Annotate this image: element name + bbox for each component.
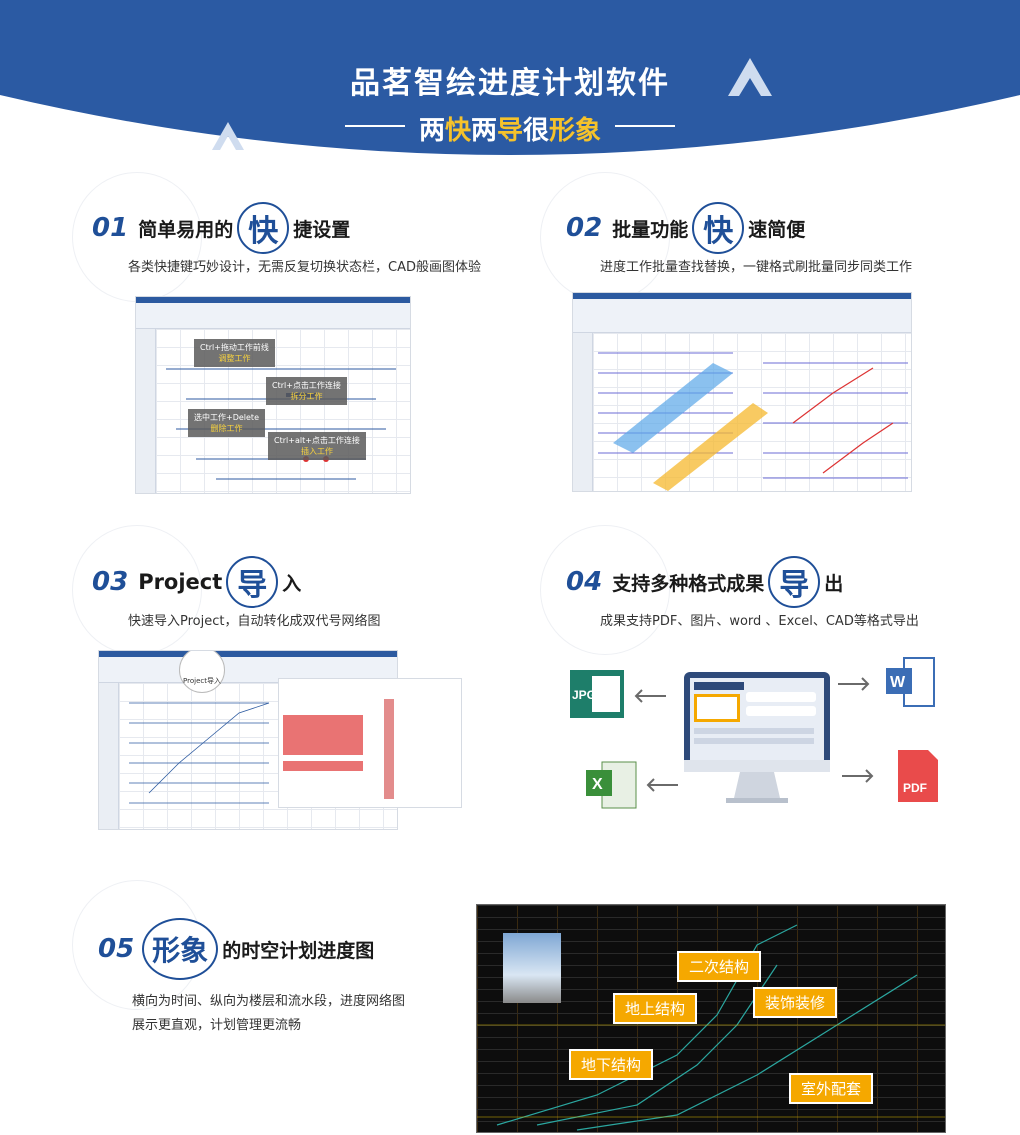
pdf-icon: PDF <box>898 750 938 802</box>
svg-text:JPG: JPG <box>572 688 596 702</box>
label-decoration: 装饰装修 <box>753 987 838 1018</box>
section-desc: 成果支持PDF、图片、word 、Excel、CAD等格式导出 <box>600 614 919 629</box>
section-desc: 横向为时间、纵向为楼层和流水段，进度网络图 <box>132 994 406 1009</box>
page-title: 品茗智绘进度计划软件 <box>350 66 670 101</box>
section-title: 简单易用的 <box>138 218 234 241</box>
svg-text:PDF: PDF <box>903 781 927 795</box>
excel-icon: X <box>586 761 637 809</box>
header-banner: 品茗智绘进度计划软件 两快两导很形象 <box>0 0 1020 170</box>
section-title-end: 速简便 <box>748 218 806 241</box>
header-wave <box>0 0 1020 155</box>
circle-char: 快 <box>692 202 745 254</box>
section-number: 01 <box>92 213 129 243</box>
divider-right <box>615 125 675 127</box>
tooltip: Ctrl+alt+点击工作连接插入工作 <box>268 432 366 460</box>
section-02: 02 批量功能 快 速简便 进度工作批量查找替换，一键格式刷批量同步同类工作 <box>566 202 912 280</box>
timespace-chart: 二次结构 地上结构 装饰装修 地下结构 室外配套 <box>476 904 946 1133</box>
screenshot-shortcuts: Ctrl+拖动工作前线调整工作 Ctrl+点击工作连接拆分工作 选中工作+Del… <box>135 296 411 494</box>
label-secondary-structure: 二次结构 <box>677 951 762 982</box>
label-underground: 地下结构 <box>569 1049 654 1080</box>
section-01: 01 简单易用的 快 捷设置 各类快捷键巧妙设计，无需反复切换状态栏，CAD般画… <box>92 202 481 280</box>
section-title-end: 出 <box>824 572 844 595</box>
section-title-end: 捷设置 <box>293 218 351 241</box>
section-05: 05 形象 的时空计划进度图 横向为时间、纵向为楼层和流水段，进度网络图 展示更… <box>98 918 405 1038</box>
section-03: 03 Project 导 入 快速导入Project，自动转化成双代号网络图 <box>92 556 380 634</box>
export-illustration: JPG X W PDF <box>570 657 938 809</box>
svg-text:X: X <box>592 776 603 793</box>
section-number: 05 <box>98 934 135 964</box>
circle-char: 快 <box>237 202 290 254</box>
deco-circle <box>540 525 670 655</box>
divider-left <box>345 125 405 127</box>
section-title: 批量功能 <box>612 218 689 241</box>
section-number: 03 <box>92 567 129 597</box>
jpg-icon: JPG <box>570 670 624 718</box>
circle-char: 导 <box>768 556 821 608</box>
section-title-end: 的时空计划进度图 <box>222 939 375 962</box>
section-title-end: 入 <box>282 572 302 595</box>
circle-char: 形象 <box>142 918 219 980</box>
project-import-button[interactable]: Project导入 <box>179 651 225 693</box>
label-above-ground: 地上结构 <box>613 993 698 1024</box>
label-outdoor: 室外配套 <box>789 1073 874 1104</box>
section-number: 02 <box>566 213 603 243</box>
section-desc: 快速导入Project，自动转化成双代号网络图 <box>128 614 381 629</box>
svg-text:W: W <box>890 674 906 691</box>
section-04: 04 支持多种格式成果 导 出 成果支持PDF、图片、word 、Excel、C… <box>566 556 919 634</box>
section-desc: 各类快捷键巧妙设计，无需反复切换状态栏，CAD般画图体验 <box>128 260 481 275</box>
screenshot-batch <box>572 292 912 492</box>
section-desc-2: 展示更直观，计划管理更流畅 <box>132 1018 302 1033</box>
section-title: 支持多种格式成果 <box>612 572 765 595</box>
tooltip: Ctrl+点击工作连接拆分工作 <box>266 377 347 405</box>
tooltip: Ctrl+拖动工作前线调整工作 <box>194 339 275 367</box>
project-table <box>278 678 462 808</box>
section-title: Project <box>138 570 223 594</box>
section-number: 04 <box>566 567 603 597</box>
page-subtitle: 两快两导很形象 <box>418 116 602 146</box>
word-icon: W <box>886 657 935 707</box>
section-desc: 进度工作批量查找替换，一键格式刷批量同步同类工作 <box>600 260 913 275</box>
building-photo <box>503 933 561 1003</box>
circle-char: 导 <box>226 556 279 608</box>
